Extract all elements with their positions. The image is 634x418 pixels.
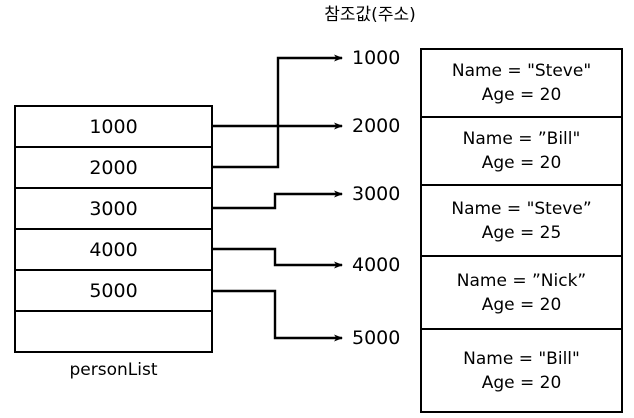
object-box: Name = "Steve" Age = 20 (422, 50, 621, 118)
object-name-line: Name = ”Bill" (462, 129, 581, 149)
list-item: 3000 (16, 189, 211, 230)
list-item (16, 312, 211, 352)
object-box: Name = ”Bill" Age = 20 (422, 118, 621, 186)
connector-4000 (213, 247, 343, 269)
person-list-label: personList (69, 360, 158, 380)
list-item: 1000 (16, 107, 211, 148)
address-label-4000: 4000 (352, 254, 401, 276)
object-age-line: Age = 20 (481, 372, 562, 393)
object-age-line: Age = 20 (481, 294, 562, 315)
connector-2000 (213, 122, 343, 169)
object-box: Name = "Steve” Age = 25 (422, 186, 621, 257)
address-label-2000: 2000 (352, 115, 401, 137)
connector-1000 (213, 54, 343, 128)
list-item: 2000 (16, 148, 211, 189)
object-name-line: Name = "Steve” (451, 198, 592, 219)
object-age-line: Age = 25 (481, 222, 562, 243)
address-label-5000: 5000 (352, 327, 401, 349)
object-box: Name = ”Nick” Age = 20 (422, 257, 621, 330)
person-list-array: 1000 2000 3000 4000 5000 (14, 105, 213, 353)
address-label-1000: 1000 (352, 47, 401, 69)
connector-5000 (213, 289, 343, 342)
object-name-line: Name = "Steve" (451, 61, 592, 81)
object-box: Name = "Bill" Age = 20 (422, 330, 621, 411)
list-item: 5000 (16, 271, 211, 312)
reference-value-title: 참조값(주소) (324, 5, 416, 25)
list-item: 4000 (16, 230, 211, 271)
address-label-3000: 3000 (352, 183, 401, 205)
object-age-line: Age = 20 (481, 85, 562, 105)
object-name-line: Name = ”Nick” (456, 270, 587, 291)
connector-3000 (213, 190, 343, 210)
object-age-line: Age = 20 (481, 153, 562, 173)
object-heap-boxes: Name = "Steve" Age = 20 Name = ”Bill" Ag… (420, 48, 623, 413)
object-name-line: Name = "Bill" (463, 348, 580, 369)
